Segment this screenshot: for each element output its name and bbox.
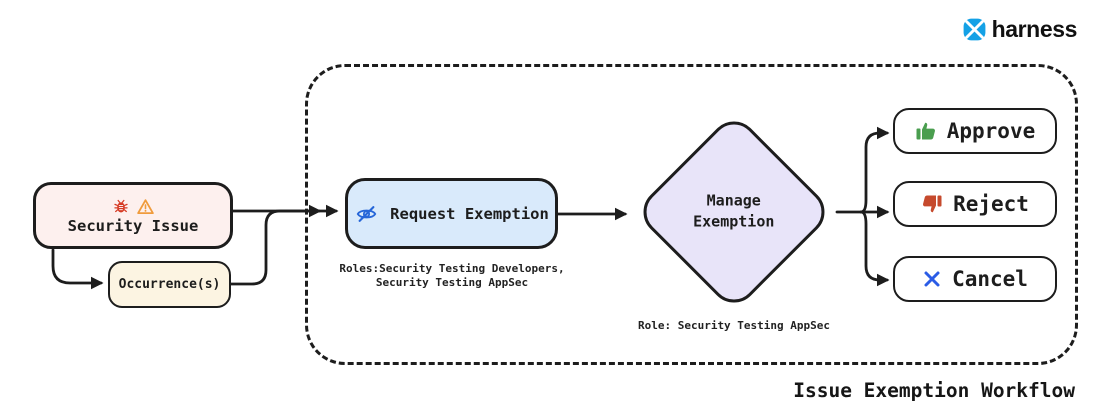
cancel-label: Cancel <box>952 267 1028 291</box>
node-security-issue: Security Issue <box>33 182 233 249</box>
connector-security-to-occurrence <box>51 248 104 290</box>
node-occurrence: Occurrence(s) <box>108 261 231 308</box>
security-issue-icons <box>112 198 155 215</box>
brand-name: harness <box>991 16 1078 42</box>
request-exemption-label: Request Exemption <box>390 204 549 223</box>
manage-exemption-label: Manage Exemption <box>693 192 775 231</box>
workflow-boundary <box>305 64 1078 365</box>
occurrence-label: Occurrence(s) <box>118 277 221 292</box>
x-icon <box>922 269 942 289</box>
eye-slash-icon <box>354 203 379 225</box>
node-reject: Reject <box>893 181 1057 227</box>
approve-label: Approve <box>946 119 1036 143</box>
brand: harness <box>961 16 1077 43</box>
manage-exemption-role-caption: Role: Security Testing AppSec <box>637 319 831 332</box>
workflow-title: Issue Exemption Workflow <box>793 379 1075 402</box>
reject-label: Reject <box>953 192 1029 216</box>
node-cancel: Cancel <box>893 256 1057 302</box>
thumbs-down-icon <box>921 193 943 215</box>
thumbs-up-icon <box>915 120 937 142</box>
bug-icon <box>112 198 130 215</box>
node-approve: Approve <box>893 108 1057 154</box>
security-issue-label: Security Issue <box>67 217 199 235</box>
request-exemption-roles-caption: Roles:Security Testing Developers, Secur… <box>339 262 565 289</box>
warning-icon <box>136 198 155 215</box>
harness-logo-icon <box>961 16 988 43</box>
node-request-exemption: Request Exemption <box>345 178 558 249</box>
